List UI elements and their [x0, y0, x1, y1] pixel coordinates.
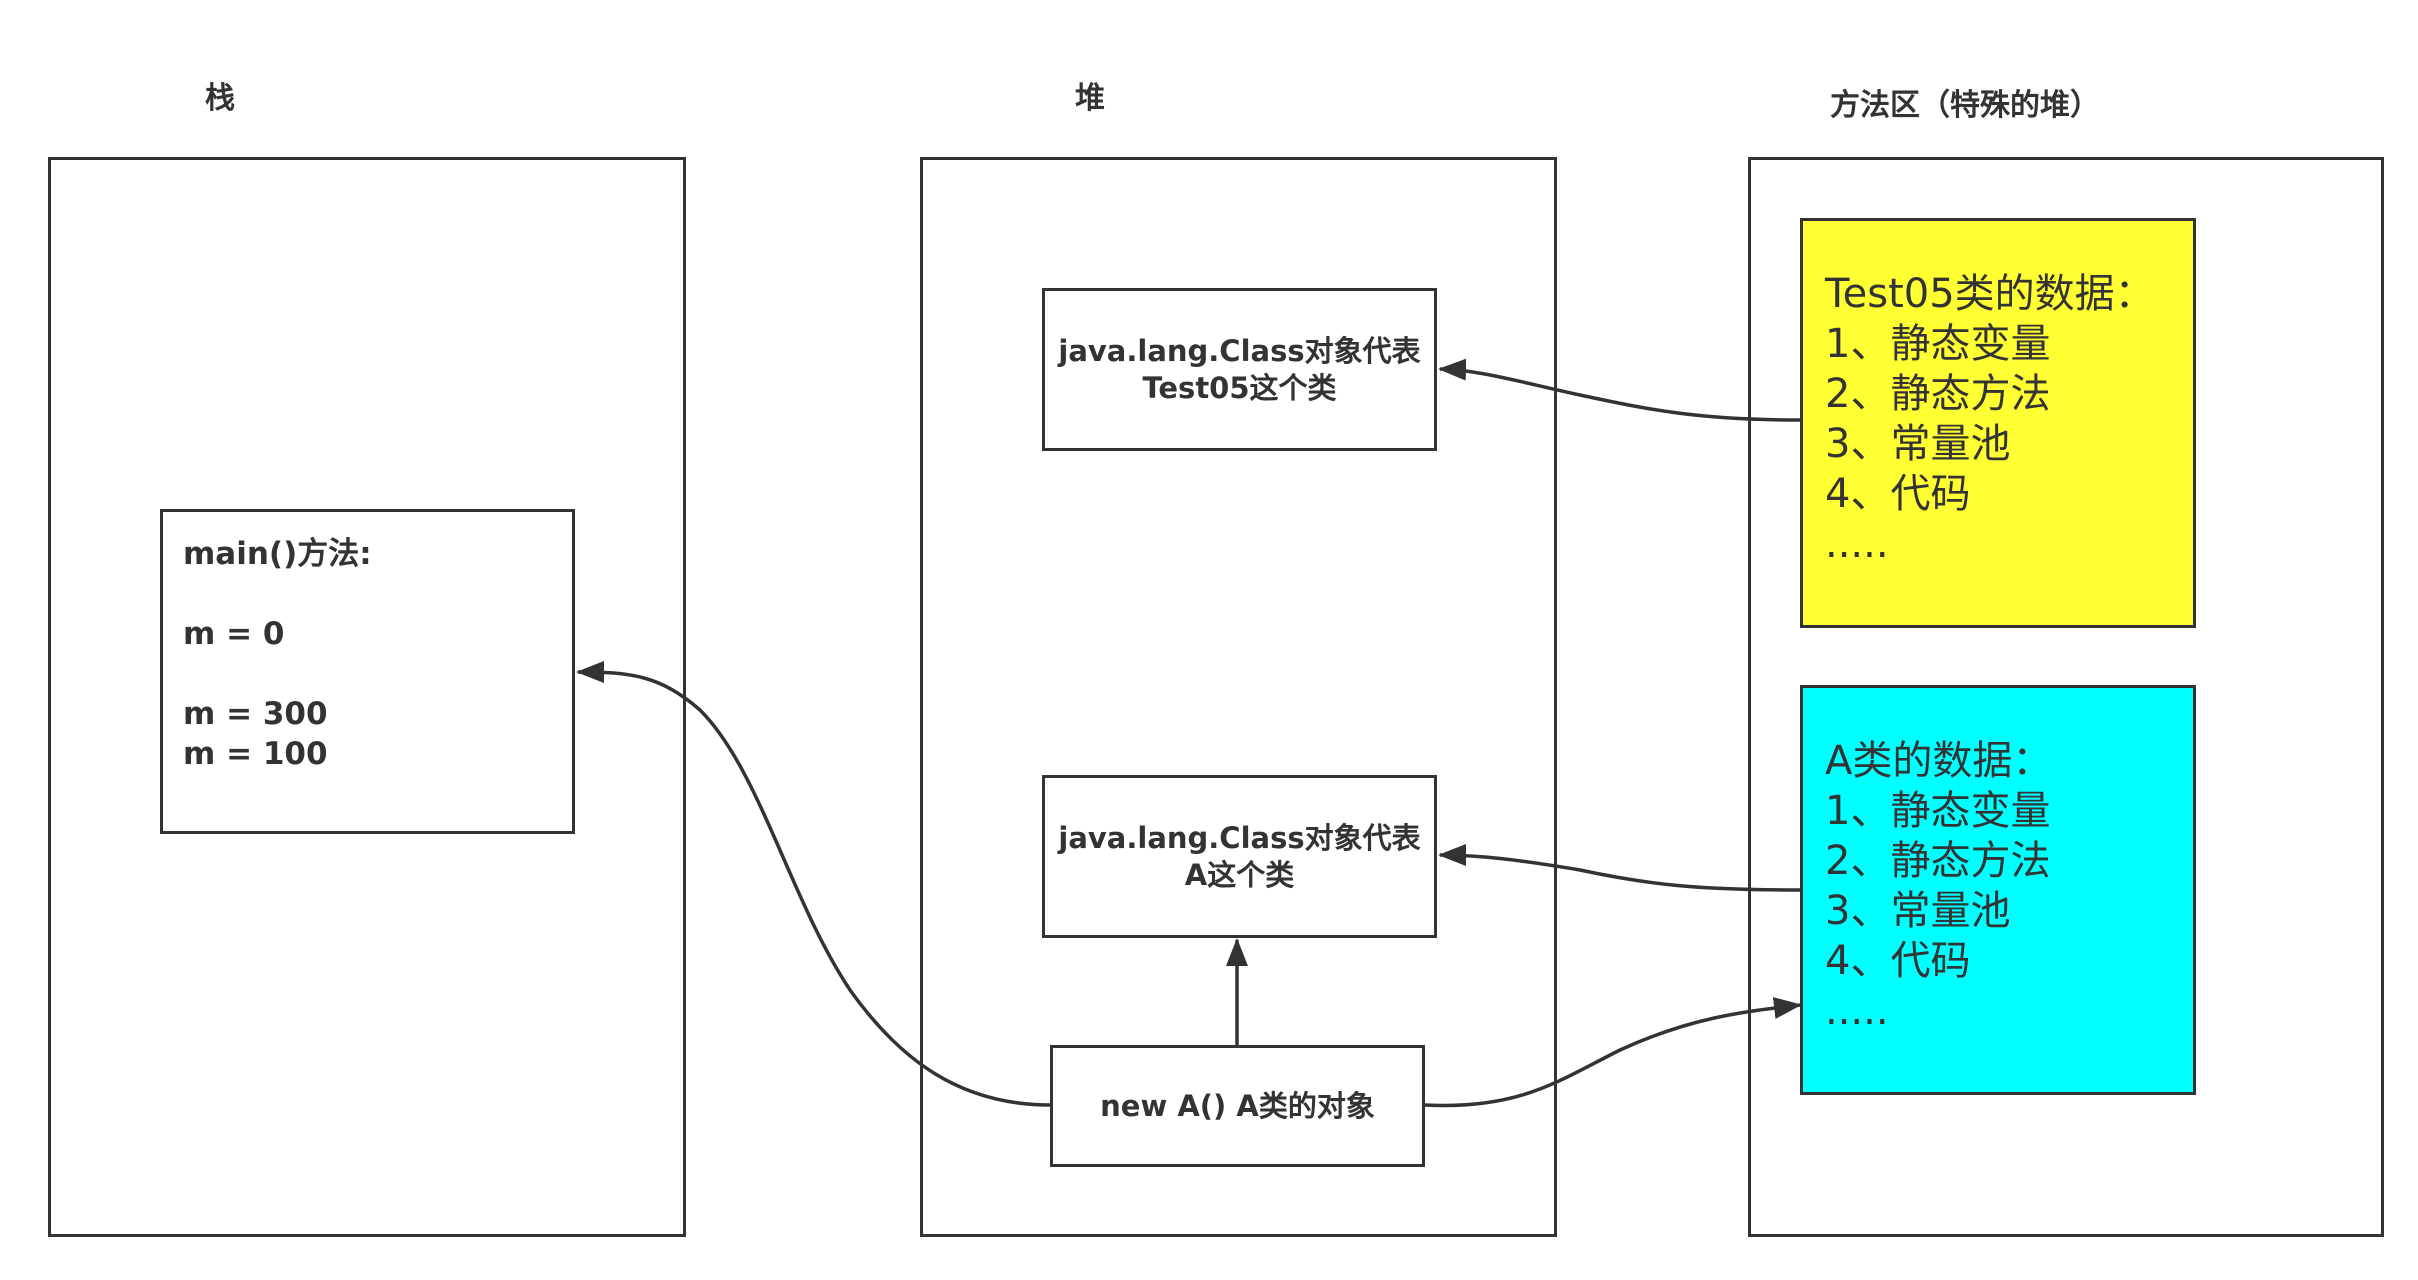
class-object-a: java.lang.Class对象代表 A这个类	[1042, 775, 1437, 938]
a-data-item: 2、静态方法	[1825, 838, 2051, 884]
variable-m-300: m = 300	[183, 696, 328, 732]
test05-data-item: 1、静态变量	[1825, 321, 2051, 367]
variable-m-initial: m = 0	[183, 616, 285, 652]
arrow-instance-to-main-frame	[576, 661, 1051, 1107]
a-data-heading: A类的数据：	[1825, 738, 2053, 784]
instance-a-object: new A() A类的对象	[1050, 1045, 1425, 1167]
arrow-test05-data-to-class-object	[1438, 358, 1801, 422]
stack-title: 栈	[205, 81, 235, 116]
variable-m-100: m = 100	[183, 736, 328, 772]
class-object-a-line2: A这个类	[1184, 857, 1295, 892]
heap-title: 堆	[1075, 81, 1105, 116]
main-method-label: main()方法:	[183, 536, 372, 572]
test05-data-item: 3、常量池	[1825, 421, 2011, 467]
a-data-item: 4、代码	[1825, 938, 1971, 984]
test05-data-ellipsis: .....	[1825, 521, 1889, 567]
instance-a-label: new A() A类的对象	[1100, 1088, 1375, 1123]
class-object-test05-line1: java.lang.Class对象代表	[1058, 333, 1421, 368]
a-data-ellipsis: .....	[1825, 988, 1889, 1034]
main-method-frame: main()方法: m = 0 m = 300 m = 100	[160, 509, 575, 834]
arrow-a-data-to-class-object	[1438, 844, 1801, 892]
test05-data-item: 4、代码	[1825, 471, 1971, 517]
a-class-data: A类的数据： 1、静态变量 2、静态方法 3、常量池 4、代码 .....	[1800, 685, 2196, 1095]
arrow-instance-to-a-class-data	[1424, 997, 1802, 1108]
class-object-a-line1: java.lang.Class对象代表	[1058, 820, 1421, 855]
method-area-title: 方法区（特殊的堆）	[1830, 88, 2100, 123]
a-data-item: 1、静态变量	[1825, 788, 2051, 834]
test05-data-item: 2、静态方法	[1825, 371, 2051, 417]
test05-data-heading: Test05类的数据：	[1825, 271, 2155, 317]
class-object-test05-line2: Test05这个类	[1142, 370, 1337, 405]
class-object-test05: java.lang.Class对象代表 Test05这个类	[1042, 288, 1437, 451]
test05-class-data: Test05类的数据： 1、静态变量 2、静态方法 3、常量池 4、代码 ...…	[1800, 218, 2196, 628]
a-data-item: 3、常量池	[1825, 888, 2011, 934]
